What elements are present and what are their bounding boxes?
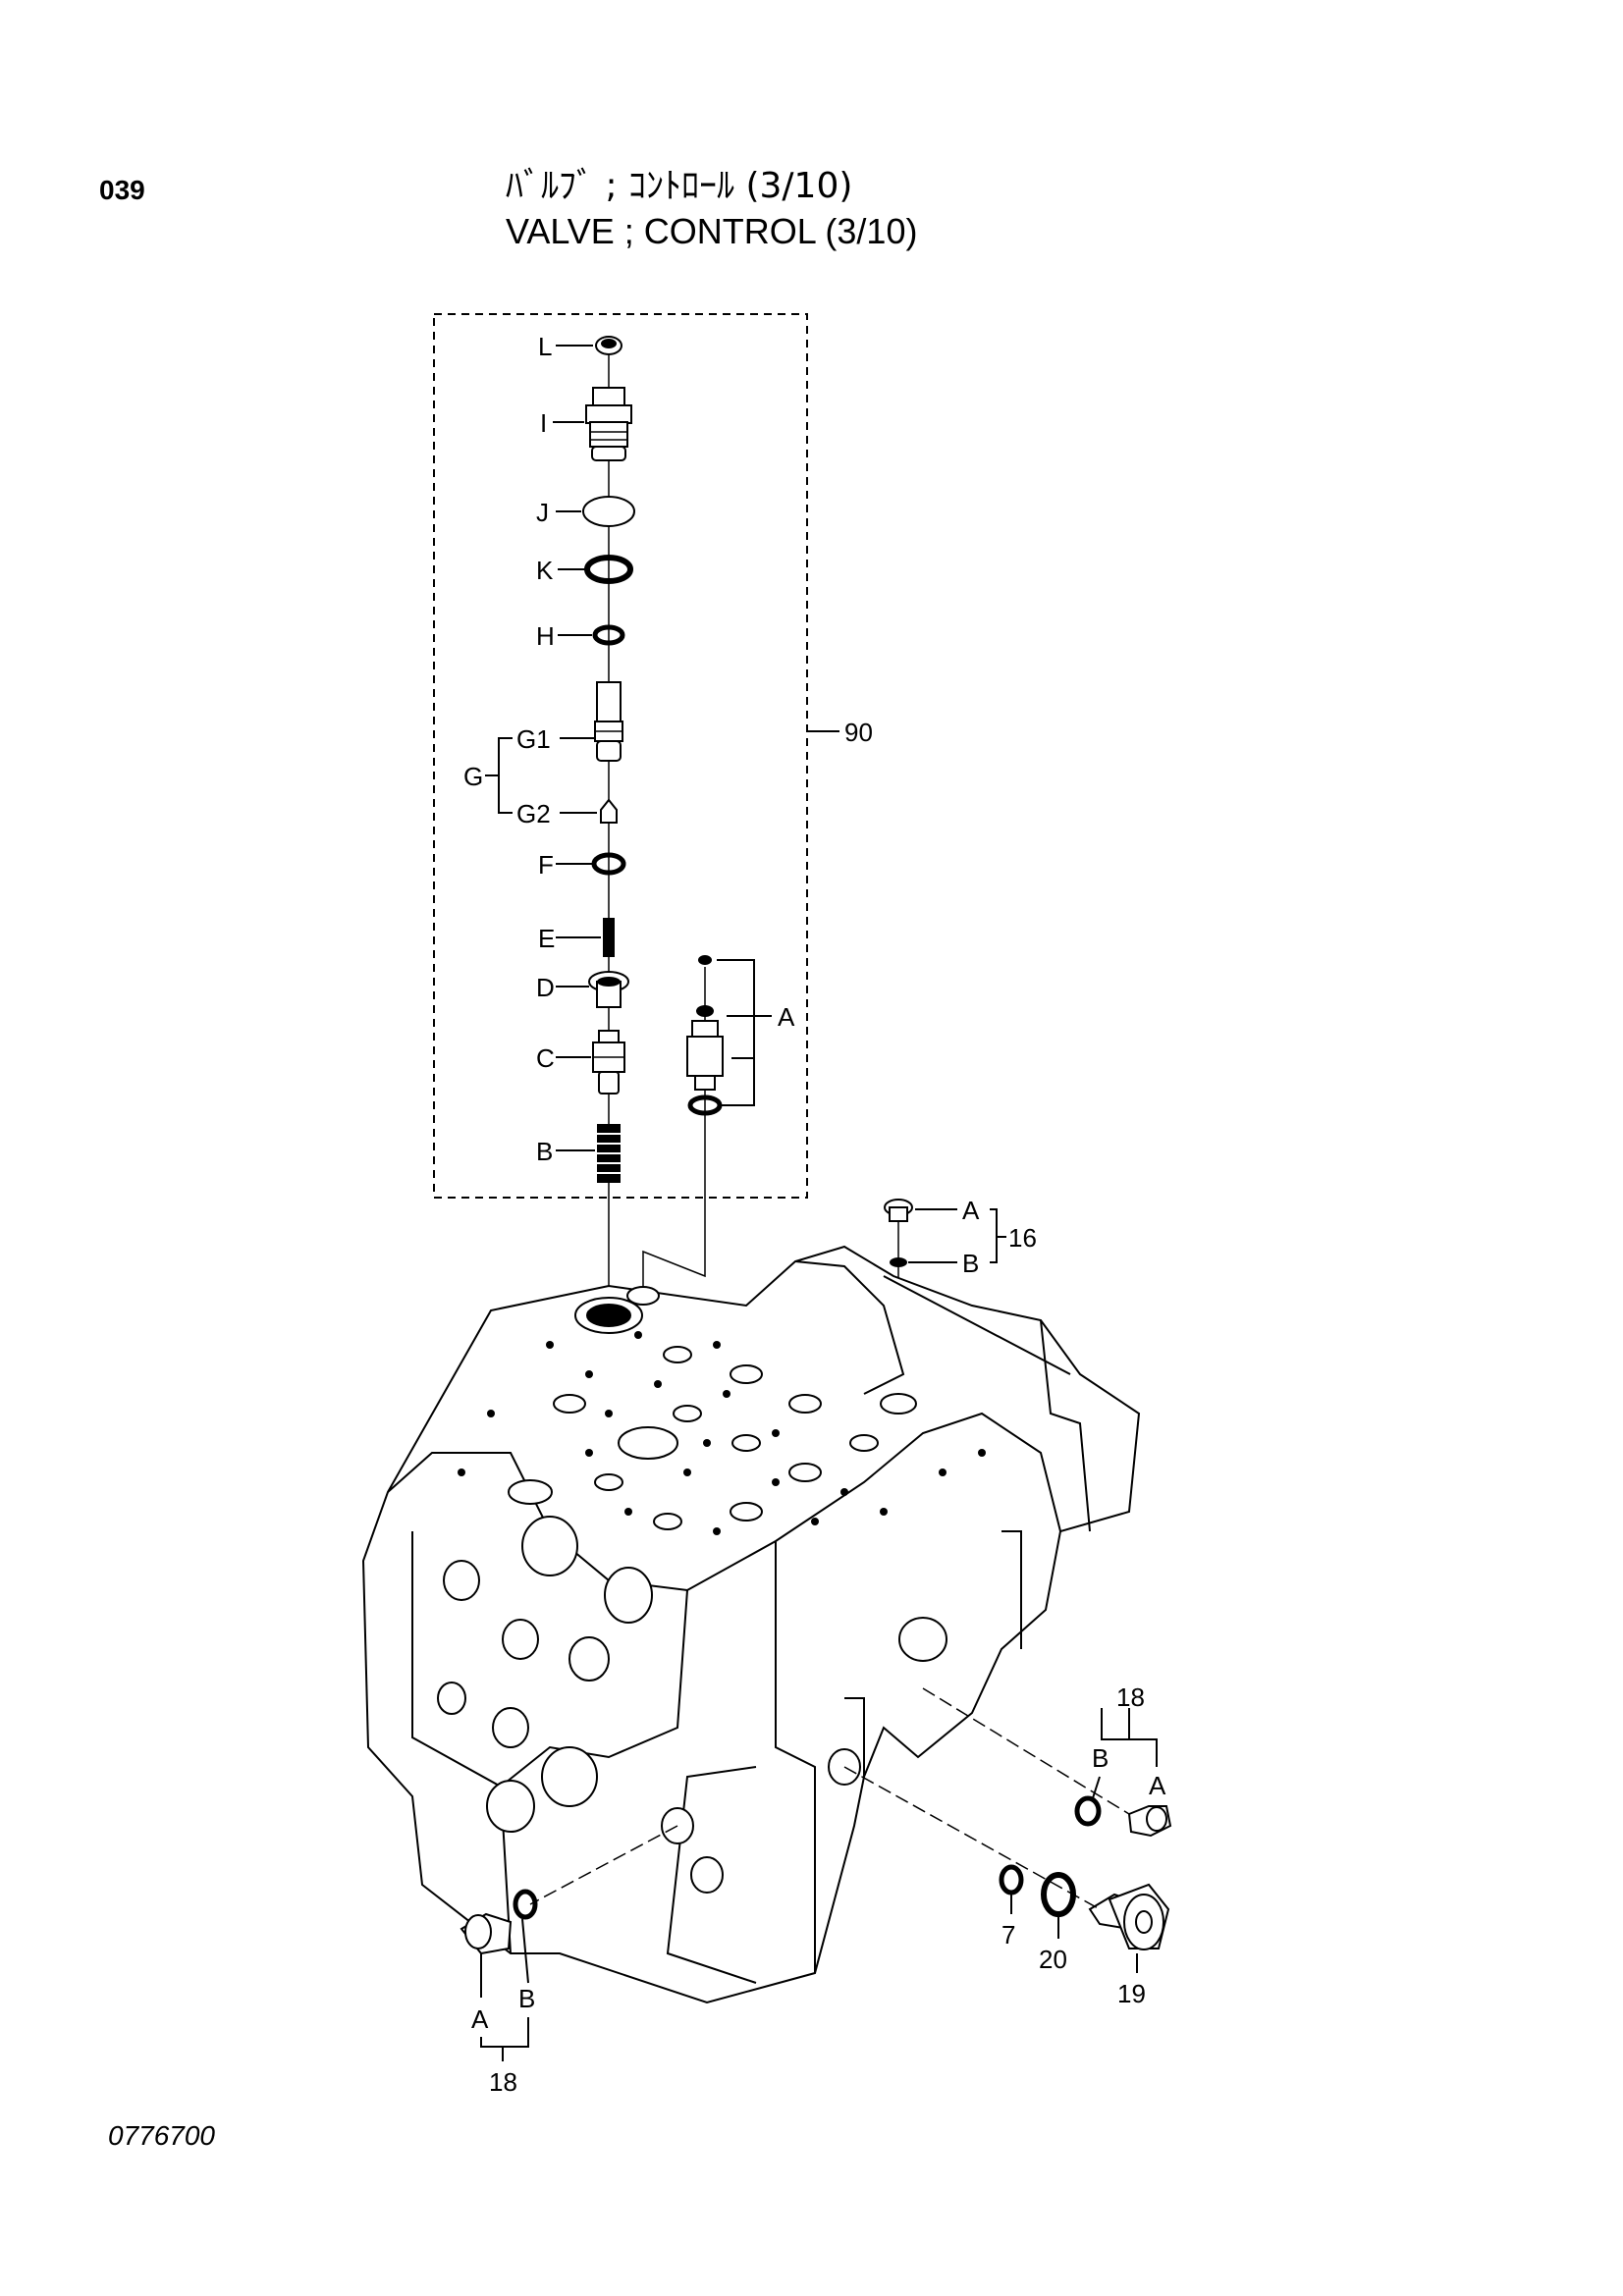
callout-20: 20 xyxy=(1039,1945,1067,1974)
part-G1 xyxy=(594,681,623,762)
callout-G: G xyxy=(463,762,483,791)
callout-90: 90 xyxy=(844,718,873,747)
callout-A-left: A xyxy=(471,2004,489,2034)
part-C xyxy=(592,1030,625,1095)
title-english: VALVE ; CONTROL (3/10) xyxy=(506,211,918,251)
part-E xyxy=(603,918,615,957)
part-20 xyxy=(1041,1872,1076,1917)
part-B xyxy=(597,1124,621,1183)
callout-18-right: 18 xyxy=(1116,1682,1145,1712)
callout-K: K xyxy=(536,556,554,585)
bracket-16 xyxy=(990,1208,998,1263)
callout-B-left: B xyxy=(518,1984,535,2013)
part-L xyxy=(595,336,622,355)
title-japanese: ﾊﾞﾙﾌﾞ ; ｺﾝﾄﾛｰﾙ (3/10) xyxy=(506,166,853,206)
part-18-left xyxy=(460,1889,538,1955)
part-H xyxy=(592,624,625,646)
part-I xyxy=(585,387,632,461)
part-G2 xyxy=(600,798,618,824)
kit-boundary xyxy=(433,313,808,1199)
callout-G2: G2 xyxy=(516,799,551,828)
callout-G1: G1 xyxy=(516,724,551,754)
callout-top-B: B xyxy=(962,1249,979,1278)
callout-A: A xyxy=(778,1002,795,1032)
bracket-G xyxy=(498,737,513,814)
part-J xyxy=(582,496,635,527)
bracket-A xyxy=(717,959,755,1106)
callout-H: H xyxy=(536,621,555,651)
callout-7: 7 xyxy=(1001,1920,1015,1949)
callout-D: D xyxy=(536,973,555,1002)
callout-J: J xyxy=(536,498,549,527)
leader-A-path xyxy=(642,1250,706,1286)
callout-C: C xyxy=(536,1043,555,1073)
part-18-right xyxy=(1074,1795,1172,1838)
callout-L: L xyxy=(538,332,552,361)
leader-18-left xyxy=(529,1825,678,1905)
part-F xyxy=(591,852,626,876)
drawing-code: 0776700 xyxy=(108,2120,216,2151)
callout-I: I xyxy=(540,408,547,438)
callout-18-left: 18 xyxy=(489,2067,517,2097)
block-bolt-dots xyxy=(458,1331,986,1535)
part-K xyxy=(584,555,633,584)
leader-19 xyxy=(843,1766,1101,1910)
callout-E: E xyxy=(538,924,555,953)
callout-19: 19 xyxy=(1117,1979,1146,2008)
part-D xyxy=(588,971,629,1008)
page-number: 039 xyxy=(99,175,145,205)
callout-16: 16 xyxy=(1008,1223,1037,1253)
part-7 xyxy=(999,1864,1024,1896)
callout-A-right: A xyxy=(1149,1771,1166,1800)
part-A-assembly xyxy=(686,955,724,1116)
callout-B-right: B xyxy=(1092,1743,1109,1773)
valve-block-body xyxy=(361,1245,1141,2004)
part-19 xyxy=(1088,1883,1170,1950)
callout-B: B xyxy=(536,1137,553,1166)
bracket-18-left xyxy=(480,2017,529,2048)
callout-F: F xyxy=(538,850,554,880)
callout-top-A: A xyxy=(962,1196,980,1225)
